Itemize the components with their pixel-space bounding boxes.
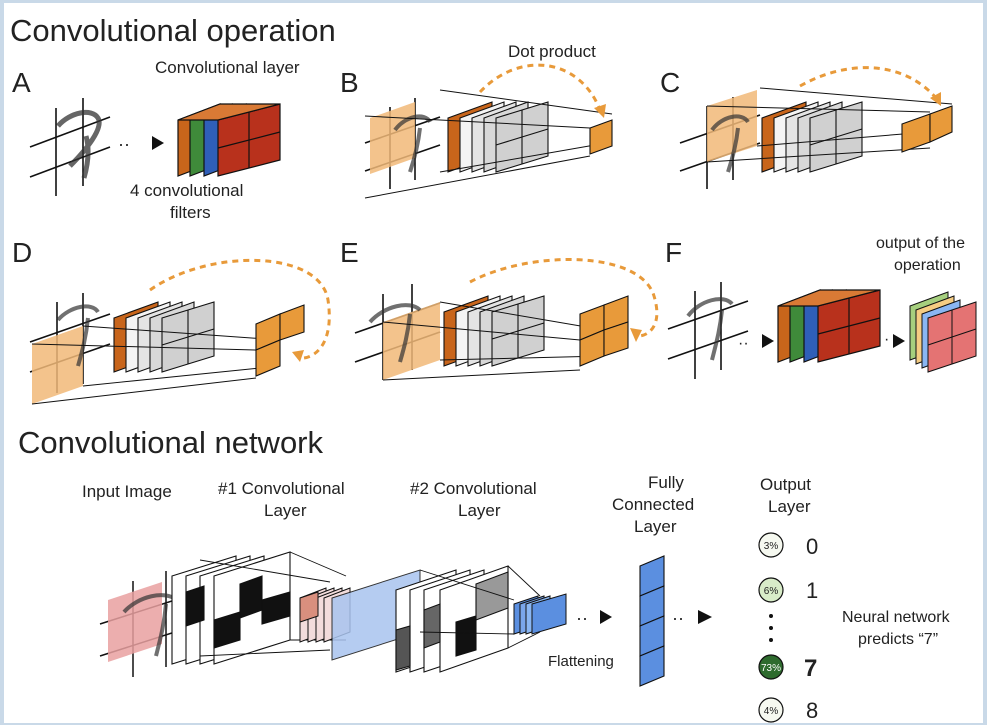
output-pct-1: 6% — [764, 586, 779, 597]
panel-d — [29, 258, 331, 405]
output-layer-label-line1: Output — [760, 475, 811, 494]
digit-stroke-7 — [393, 114, 432, 173]
operation-title: Convolutional operation — [10, 13, 336, 48]
ellipsis-dots: ·· — [118, 134, 130, 154]
panel-a: ·· Convolutional layer 4 convolutional f… — [29, 58, 300, 222]
arrow-head — [600, 610, 612, 624]
network-title: Convolutional network — [18, 425, 324, 460]
panel-letter-c: C — [660, 67, 680, 98]
panel-letter-e: E — [340, 237, 359, 268]
panel-letter-a: A — [12, 67, 31, 98]
output-feature-maps — [909, 291, 977, 373]
digit-stroke-7 — [56, 109, 102, 179]
output-node-8: 4% 8 — [758, 697, 818, 723]
prediction-label-line1: Neural network — [842, 609, 951, 626]
arrow-head — [893, 334, 905, 348]
ellipsis-dots: ·· — [738, 335, 749, 352]
output-pct-2: 73% — [761, 663, 781, 674]
fc-label-line1: Fully — [648, 473, 684, 492]
arrow-head — [152, 136, 164, 150]
conv1-block — [171, 551, 291, 665]
ellipsis-dots: ·· — [672, 608, 684, 628]
vertical-ellipsis — [769, 614, 773, 642]
receptive-patch — [707, 90, 757, 162]
digit-stroke-7 — [56, 304, 100, 367]
output-cell — [929, 105, 953, 143]
output-node-7: 73% 7 — [758, 654, 817, 682]
conv-layer-label: Convolutional layer — [155, 58, 300, 77]
dot-product-arrow — [469, 258, 659, 338]
conv2-pooled-stack — [513, 593, 567, 635]
ellipsis-dots: ·· — [576, 608, 588, 628]
output-digit-2: 7 — [804, 655, 817, 682]
flattening-label: Flattening — [548, 653, 614, 670]
filter-stack — [177, 103, 281, 177]
fully-connected-layer — [639, 555, 665, 687]
network-diagram: Input Image #1 Convolutional Layer #2 Co… — [82, 473, 951, 723]
digit-stroke-7 — [368, 303, 422, 363]
output-digit-3: 8 — [806, 698, 818, 723]
output-digit-0: 0 — [806, 534, 818, 559]
filter-stack — [777, 289, 881, 363]
input-image-label: Input Image — [82, 482, 172, 501]
projection-lines — [419, 565, 541, 649]
arrow-head — [594, 104, 606, 118]
projection-lines — [364, 89, 613, 199]
output-pct-3: 4% — [764, 706, 779, 717]
panel-letter-b: B — [340, 67, 359, 98]
output-pct-0: 3% — [764, 541, 779, 552]
arrow-head — [630, 328, 642, 342]
projection-lines — [31, 325, 281, 405]
dot-product-arrow — [799, 66, 938, 99]
fc-label-line3: Layer — [634, 517, 677, 536]
dot-product-arrow — [149, 258, 331, 360]
output-cell — [279, 304, 305, 341]
panel-e — [354, 258, 659, 381]
output-node-0: 3% 0 — [758, 532, 818, 559]
input-receptive-patch — [108, 582, 162, 662]
conv1-label-line2: Layer — [264, 501, 307, 520]
receptive-patch — [383, 302, 440, 380]
panel-letter-d: D — [12, 237, 32, 268]
filter-stack — [447, 101, 549, 173]
panel-b: Dot product — [364, 42, 613, 199]
ellipsis-dots: · — [884, 331, 889, 348]
fc-label-line2: Connected — [612, 495, 694, 514]
filter-stack — [113, 301, 215, 373]
arrow-head — [292, 350, 304, 362]
dot-product-label: Dot product — [508, 42, 596, 61]
arrow-head — [930, 92, 941, 106]
projection-lines — [382, 301, 605, 381]
arrow-head — [698, 610, 712, 624]
output-cell — [589, 119, 613, 155]
conv1-label-line1: #1 Convolutional — [218, 479, 345, 498]
filters-label-line1: 4 convolutional — [130, 181, 243, 200]
output-digit-1: 1 — [806, 578, 818, 603]
panel-letter-f: F — [665, 237, 682, 268]
output-cell — [255, 339, 281, 377]
output-layer-label-line2: Layer — [768, 497, 811, 516]
output-cell — [603, 321, 629, 357]
output-label-line1: output of the — [876, 235, 965, 252]
panel-f: ·· · output of the operation — [667, 235, 977, 379]
input-grid — [667, 282, 749, 379]
conv2-label-line1: #2 Convolutional — [410, 479, 537, 498]
conv2-label-line2: Layer — [458, 501, 501, 520]
output-label-line2: operation — [894, 257, 961, 274]
digit-stroke-7 — [686, 297, 734, 361]
output-node-1: 6% 1 — [758, 577, 818, 603]
panel-c — [679, 66, 953, 189]
prediction-label-line2: predicts “7” — [858, 631, 938, 648]
arrow-head — [762, 334, 774, 348]
filters-label-line2: filters — [170, 203, 211, 222]
digit-stroke-7 — [710, 114, 750, 173]
